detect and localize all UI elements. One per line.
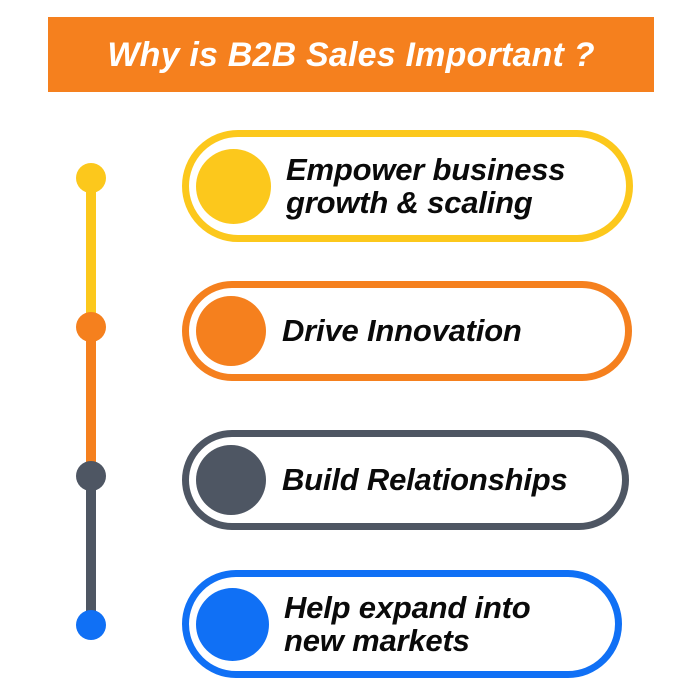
- title-banner: Why is B2B Sales Important ?: [48, 17, 654, 92]
- benefit-card-1[interactable]: Empower business growth & scaling: [182, 130, 633, 242]
- benefit-bullet-4: [196, 587, 269, 661]
- benefit-bullet-2: [196, 296, 266, 366]
- benefit-label-1: Empower business growth & scaling: [286, 151, 566, 220]
- page-title: Why is B2B Sales Important ?: [107, 35, 595, 74]
- benefit-card-2[interactable]: Drive Innovation: [182, 281, 632, 381]
- timeline-segment-slate: [86, 476, 96, 625]
- benefit-card-4[interactable]: Help expand into new markets: [182, 570, 622, 678]
- timeline-segment-yellow: [86, 178, 96, 327]
- benefit-label-4: Help expand into new markets: [284, 589, 531, 658]
- benefit-card-3[interactable]: Build Relationships: [182, 430, 629, 530]
- timeline-node-yellow: [76, 163, 106, 193]
- benefit-label-2: Drive Innovation: [282, 313, 522, 349]
- benefit-bullet-1: [196, 148, 271, 224]
- timeline-segment-orange: [86, 327, 96, 476]
- timeline-node-orange: [76, 312, 106, 342]
- timeline-node-blue: [76, 610, 106, 640]
- benefit-bullet-3: [196, 445, 266, 515]
- timeline-node-slate: [76, 461, 106, 491]
- benefit-label-3: Build Relationships: [282, 462, 568, 498]
- timeline-connector: [76, 160, 106, 645]
